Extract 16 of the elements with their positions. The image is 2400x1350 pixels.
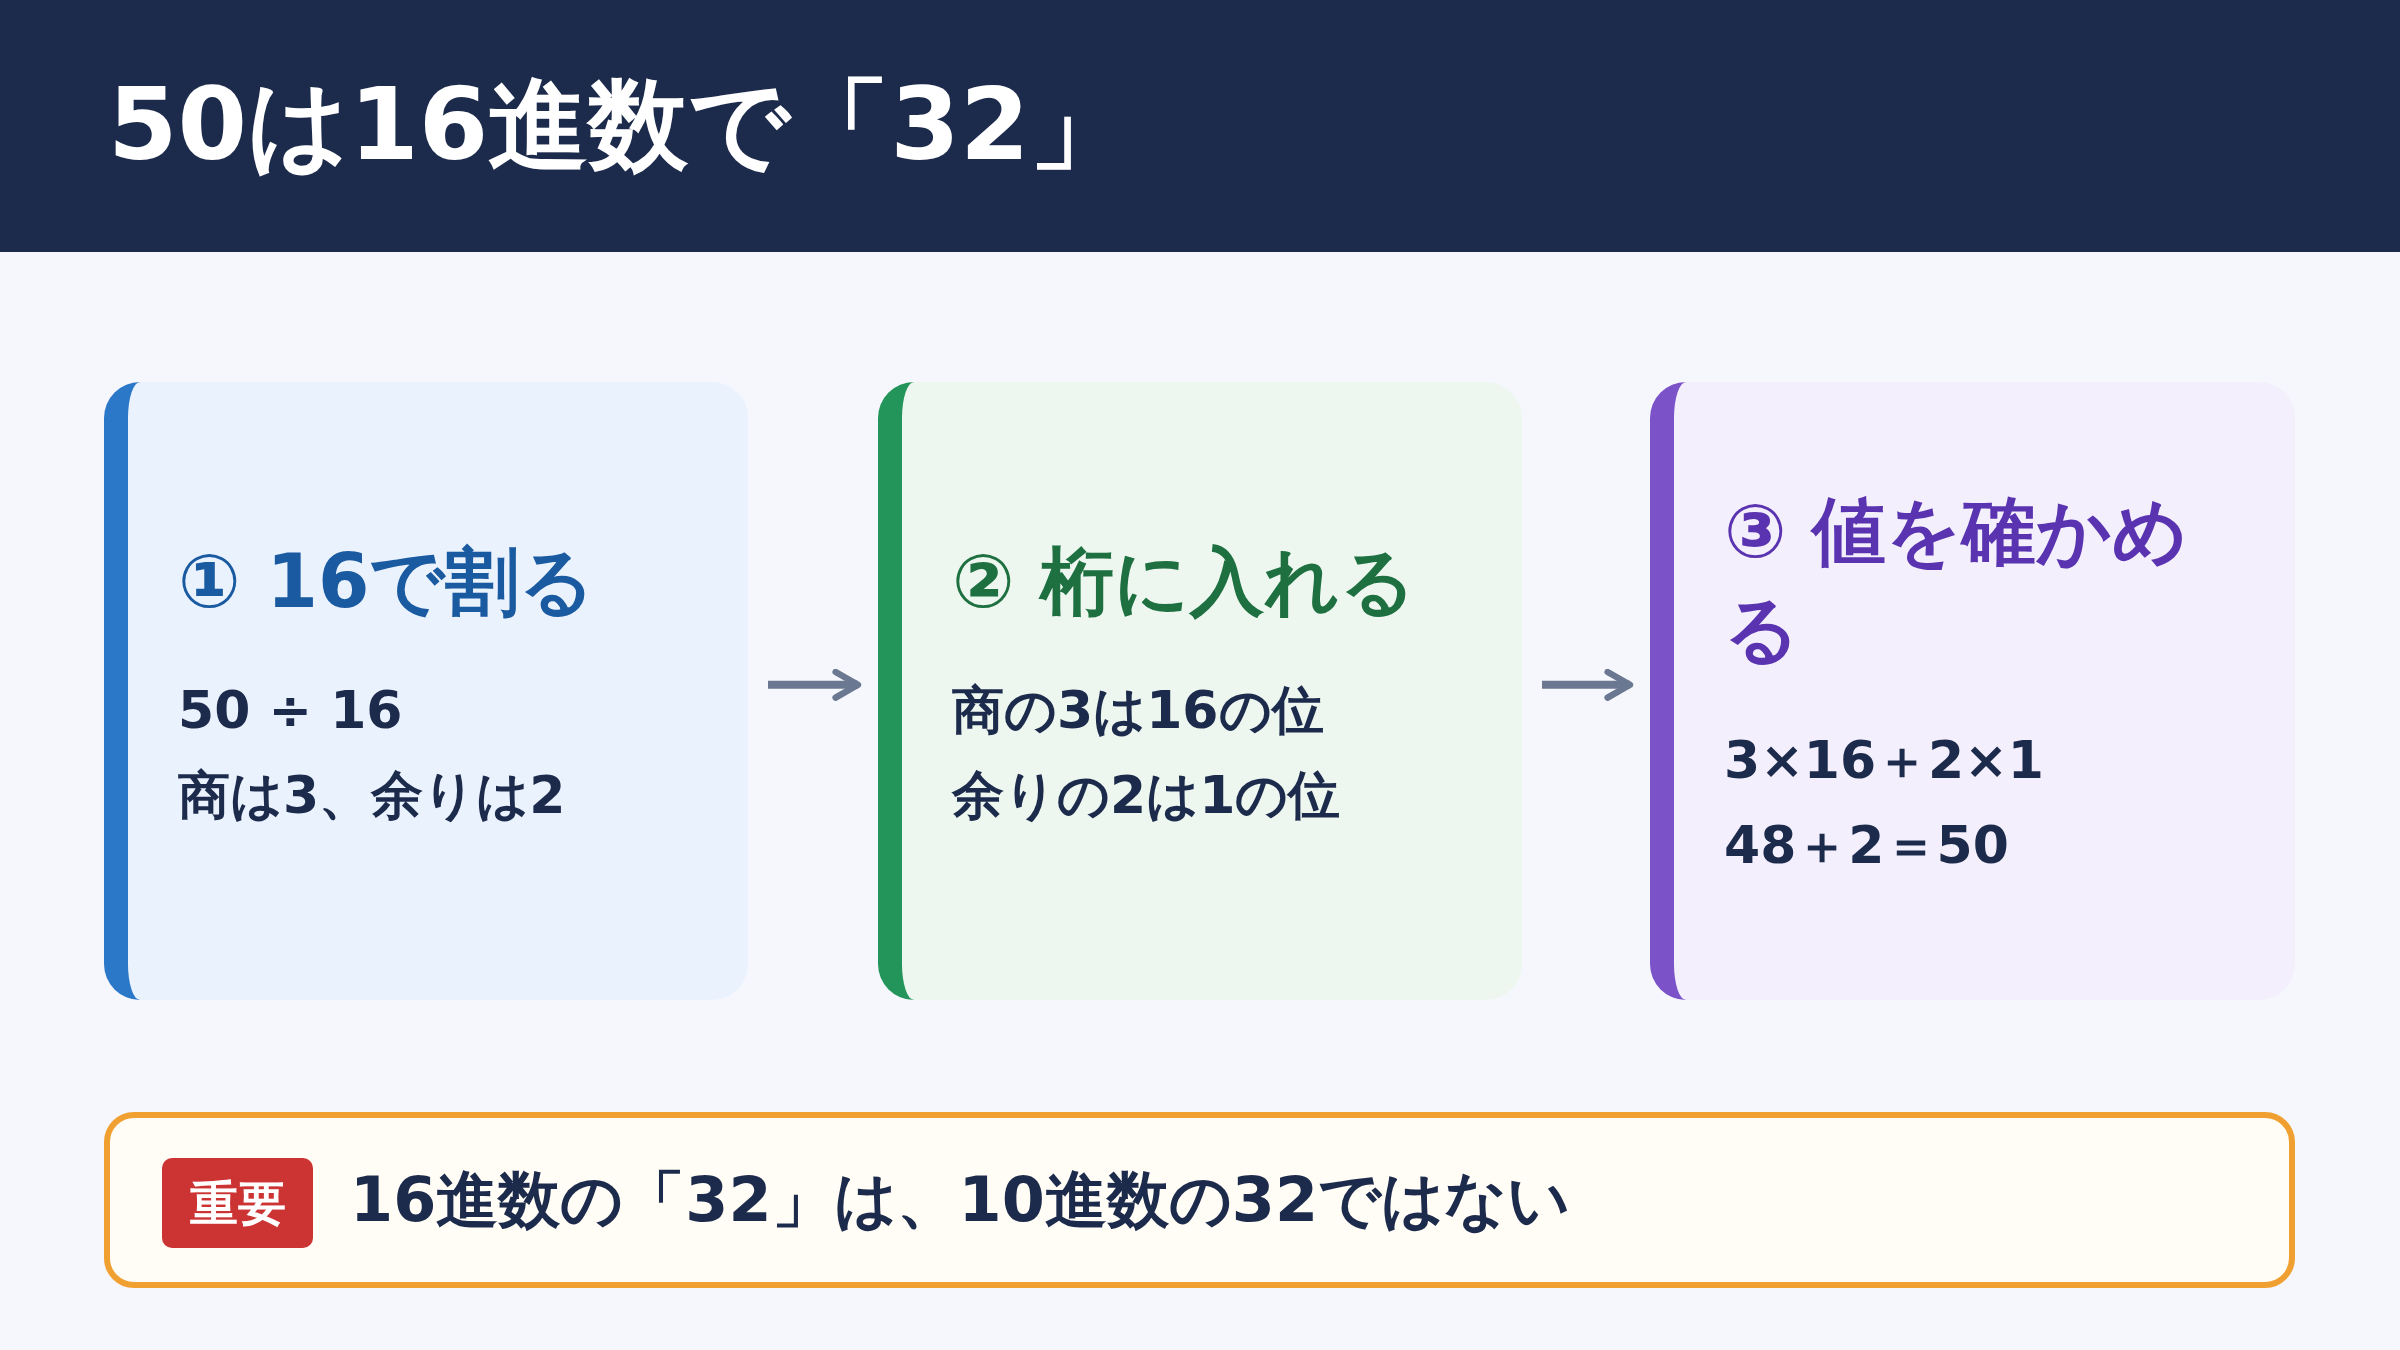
step-heading: ② 桁に入れる — [952, 537, 1418, 626]
step-card — [1650, 382, 2295, 1000]
badge: 重要 — [162, 1158, 313, 1248]
step-heading: ③ 値を確かめる — [1724, 487, 2190, 674]
step-text: 商の3は16の位 — [952, 679, 1325, 742]
note-box — [104, 1112, 2295, 1288]
step-text: 48＋2＝50 — [1724, 814, 2010, 877]
step-text: 商は3、余りは2 — [178, 764, 567, 827]
step-text: 3×16＋2×1 — [1724, 729, 2046, 792]
step-heading: ① 16で割る — [178, 537, 597, 626]
step-text: 50 ÷ 16 — [178, 679, 404, 742]
step-text: 余りの2は1の位 — [952, 764, 1342, 827]
title: 50は16進数で「32」 — [108, 65, 1130, 185]
step-card — [104, 382, 748, 1000]
note-text: 16進数の「32」は、10進数の32ではない — [350, 1162, 1571, 1238]
step-card — [878, 382, 1522, 1000]
